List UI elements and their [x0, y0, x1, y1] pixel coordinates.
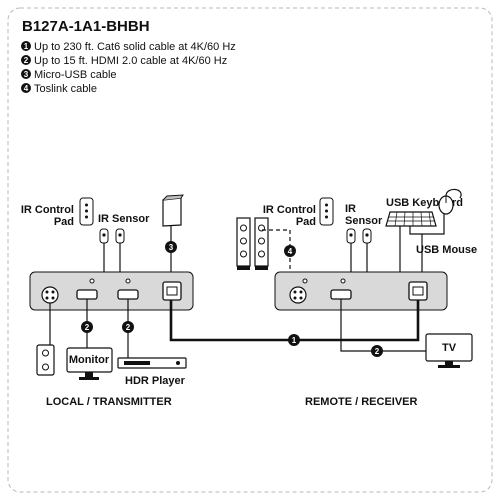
marker-hdmi-player: 2 — [122, 321, 134, 333]
marker-hdmi-tv: 2 — [371, 345, 383, 357]
marker-cat6: 1 — [288, 334, 300, 346]
usb-mouse-icon — [438, 195, 454, 215]
tv-label: TV — [442, 342, 457, 354]
remote-ir-sensor-icon — [346, 228, 372, 244]
led-indicator — [340, 278, 346, 284]
ir-sensor-icon — [99, 228, 125, 244]
remote-ir-control-pad-label: IR Control — [263, 204, 316, 216]
legend-text: Up to 230 ft. Cat6 solid cable at 4K/60 … — [34, 41, 236, 53]
marker-hdmi-monitor: 2 — [81, 321, 93, 333]
svg-text:3: 3 — [169, 243, 174, 252]
page-title: B127A-1A1-BHBH — [22, 18, 150, 35]
ir-control-pad-label: IR Control — [21, 204, 74, 216]
transmitter-unit — [29, 271, 194, 311]
marker-micro-usb: 3 — [165, 241, 177, 253]
power-port — [41, 286, 59, 304]
micro-usb-device-icon — [162, 194, 184, 227]
mouse-tail — [445, 188, 462, 199]
monitor-label: Monitor — [69, 354, 110, 366]
local-transmitter-label: LOCAL / TRANSMITTER — [46, 396, 172, 408]
remote-ir-sensor-label: Sensor — [345, 215, 383, 227]
toslink-cable — [262, 229, 291, 290]
ir-control-pad-icon — [79, 197, 94, 226]
outer-frame — [7, 7, 493, 493]
remote-hdmi-out-port — [330, 289, 352, 300]
led-indicator — [302, 278, 308, 284]
svg-text:2: 2 — [375, 347, 380, 356]
receiver-unit — [274, 271, 448, 311]
ir-sensor-label: IR Sensor — [98, 213, 150, 225]
legend-number: 1 — [24, 42, 29, 51]
legend-item-3: 3 Micro-USB cable — [21, 69, 117, 81]
monitor-icon — [66, 347, 113, 380]
ir-control-pad-label: Pad — [54, 216, 74, 228]
hdmi-out-port — [76, 289, 98, 300]
remote-ir-control-pad-label: Pad — [296, 216, 316, 228]
legend-text: Toslink cable — [34, 83, 97, 95]
hdr-player-label: HDR Player — [125, 375, 186, 387]
legend-number: 3 — [24, 70, 29, 79]
usb-mouse-label: USB Mouse — [416, 244, 477, 256]
led-indicator — [125, 278, 131, 284]
usb-mouse-cable — [409, 214, 445, 235]
remote-rj45-port — [408, 281, 428, 301]
legend-item-1: 1 Up to 230 ft. Cat6 solid cable at 4K/6… — [21, 41, 236, 53]
legend-item-2: 2 Up to 15 ft. HDMI 2.0 cable at 4K/60 H… — [21, 55, 227, 67]
legend-text: Micro-USB cable — [34, 69, 117, 81]
svg-text:4: 4 — [288, 247, 293, 256]
hdr-player-icon — [117, 357, 187, 369]
hdmi-in-port — [117, 289, 139, 300]
remote-power-port — [289, 286, 307, 304]
legend-number: 4 — [24, 84, 29, 93]
power-outlet-icon — [36, 344, 55, 376]
remote-receiver-label: REMOTE / RECEIVER — [305, 396, 418, 408]
legend-number: 2 — [24, 56, 29, 65]
tv-icon — [425, 333, 473, 368]
svg-text:1: 1 — [292, 336, 297, 345]
legend: 1 Up to 230 ft. Cat6 solid cable at 4K/6… — [21, 41, 236, 95]
hdmi-tv-cable — [340, 299, 426, 352]
remote-ir-control-pad-icon — [319, 197, 334, 226]
svg-text:2: 2 — [85, 323, 90, 332]
speakers-icon — [236, 217, 269, 270]
legend-text: Up to 15 ft. HDMI 2.0 cable at 4K/60 Hz — [34, 55, 227, 67]
svg-text:2: 2 — [126, 323, 131, 332]
legend-item-4: 4 Toslink cable — [21, 83, 97, 95]
usb-keyboard-icon — [385, 211, 437, 227]
rj45-port — [162, 281, 182, 301]
led-indicator — [89, 278, 95, 284]
remote-ir-sensor-label: IR — [345, 203, 356, 215]
marker-toslink: 4 — [284, 245, 296, 257]
